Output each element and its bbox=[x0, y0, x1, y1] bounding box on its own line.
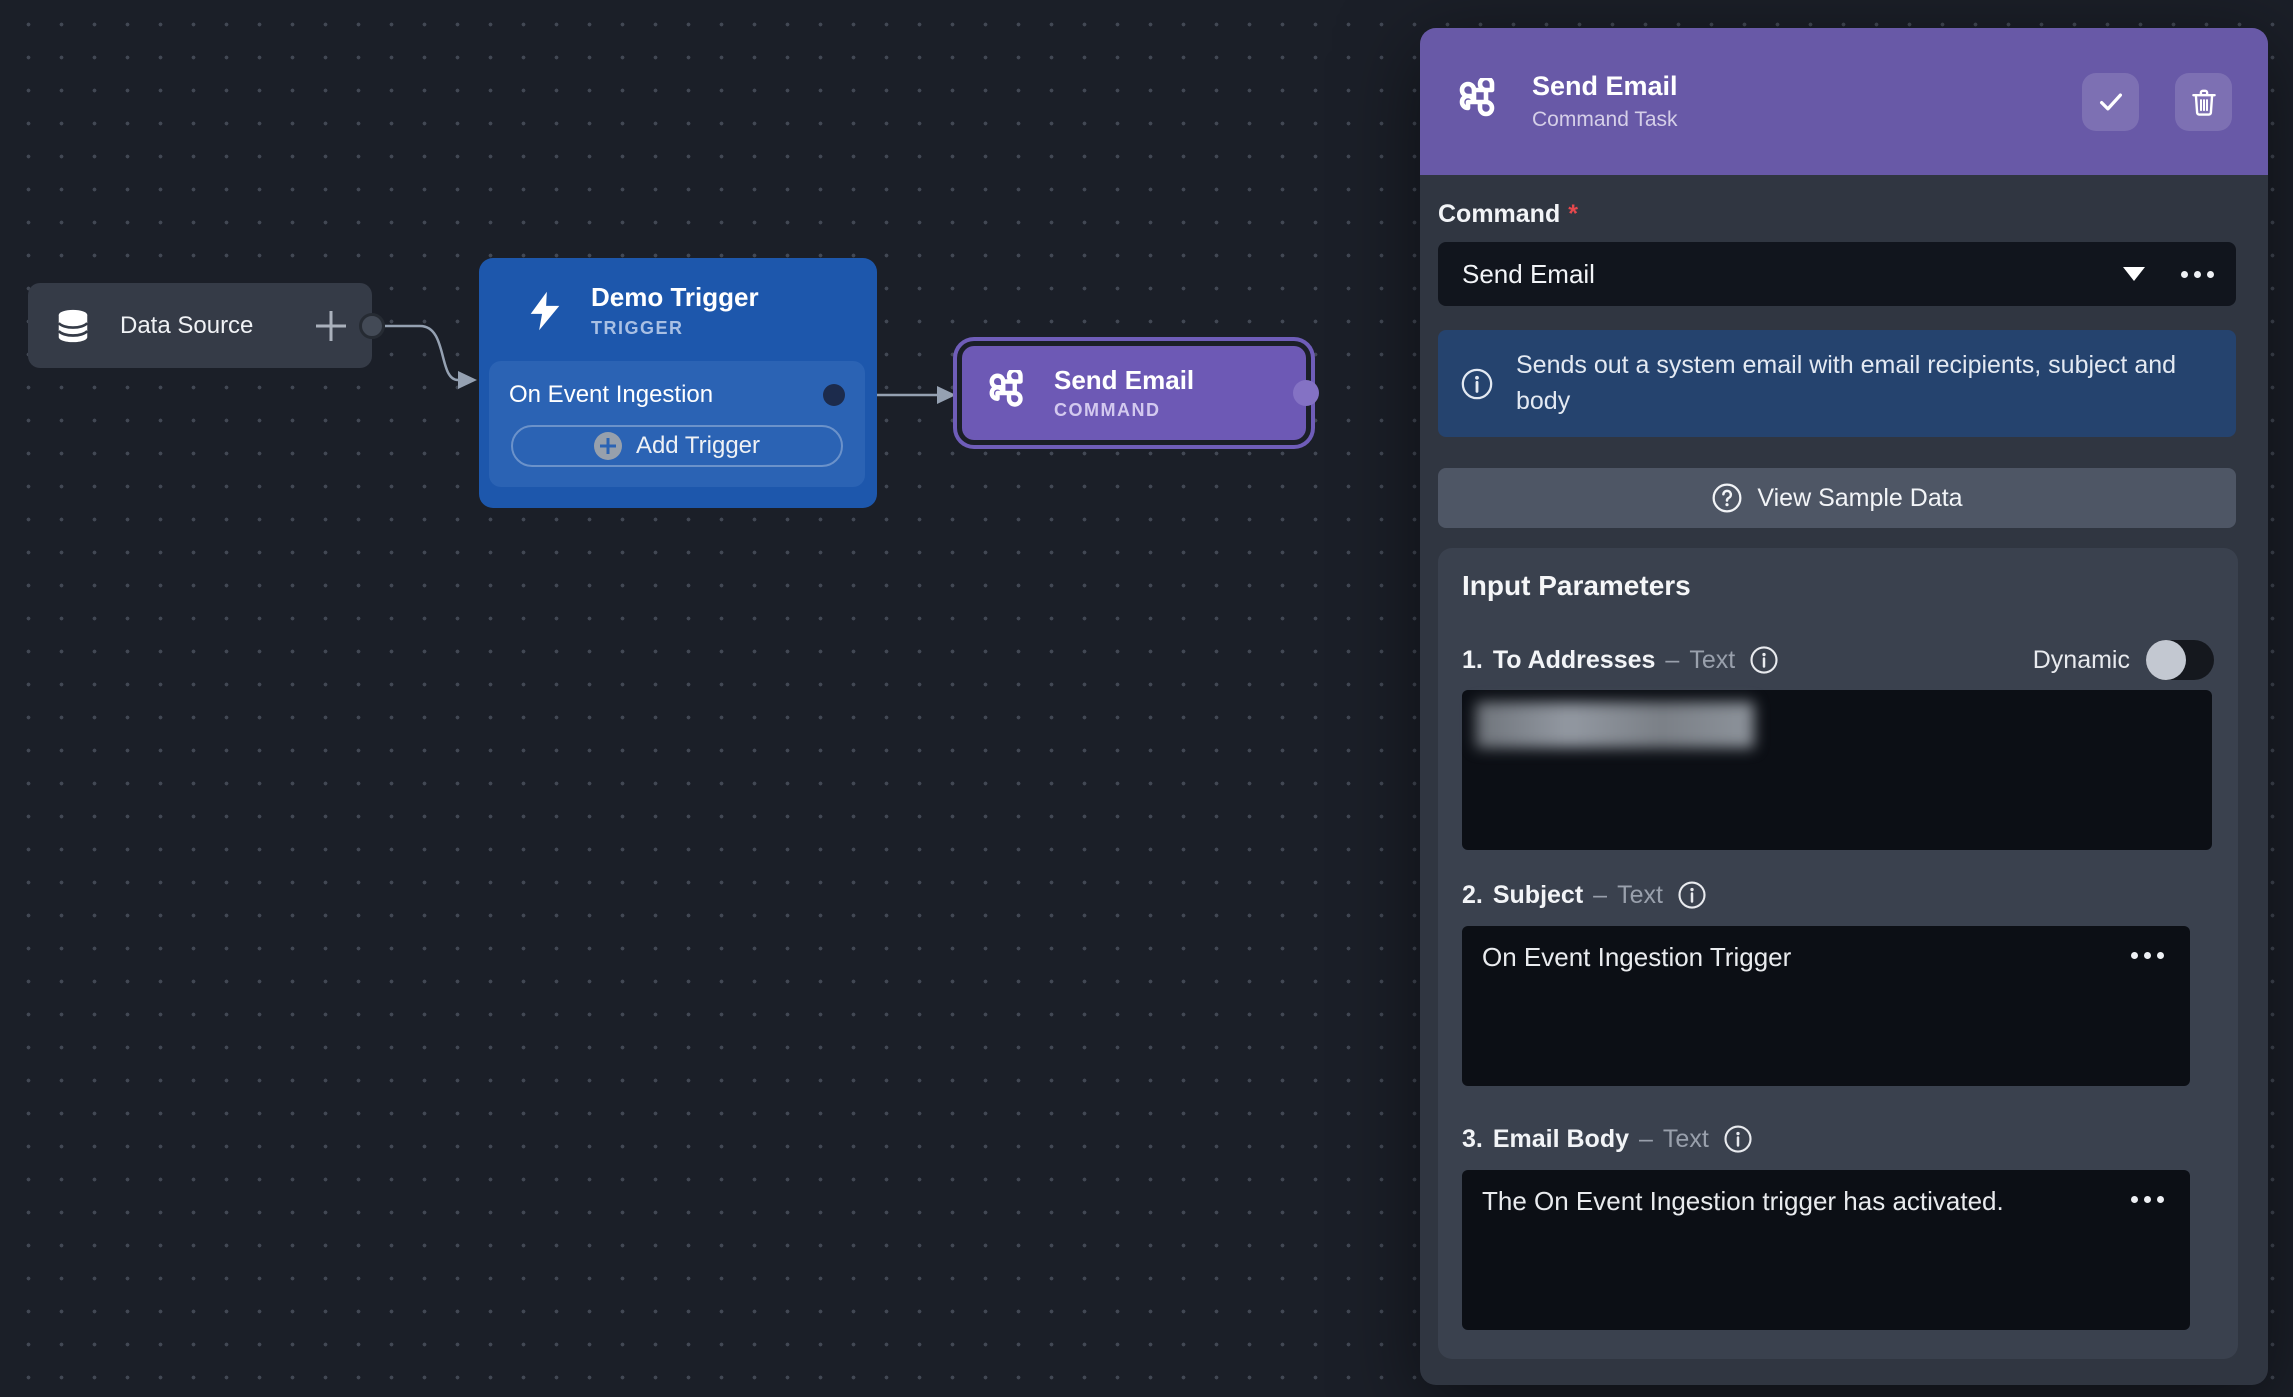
plus-icon bbox=[593, 432, 622, 460]
to-addresses-input[interactable] bbox=[1462, 690, 2212, 850]
data-source-node[interactable]: Data Source bbox=[28, 283, 385, 368]
trigger-node-header: Demo Trigger TRIGGER bbox=[479, 258, 877, 339]
command-key-icon bbox=[1459, 77, 1495, 116]
send-email-node-type-badge: COMMAND bbox=[1054, 400, 1161, 420]
send-email-node[interactable]: Send Email COMMAND bbox=[962, 346, 1319, 440]
task-config-panel: Send Email Command Task C bbox=[1420, 28, 2268, 1385]
trigger-output-port[interactable] bbox=[823, 384, 845, 406]
param-email-body-label: 3. Email Body – Text bbox=[1462, 1124, 2214, 1154]
more-options-icon[interactable] bbox=[2131, 1196, 2164, 1203]
dynamic-toggle[interactable] bbox=[2146, 640, 2214, 680]
command-field-label: Command* bbox=[1438, 200, 1578, 228]
input-parameters-section: Input Parameters 1. To Addresses – Text … bbox=[1438, 548, 2238, 1359]
dropdown-caret-icon[interactable] bbox=[2123, 267, 2145, 281]
add-trigger-button[interactable]: Add Trigger bbox=[511, 425, 843, 467]
panel-subtitle: Command Task bbox=[1532, 108, 1678, 131]
confirm-button[interactable] bbox=[2082, 72, 2139, 131]
check-icon bbox=[2099, 93, 2122, 110]
info-circle-icon bbox=[1461, 368, 1493, 399]
redacted-email-value bbox=[1476, 702, 1754, 748]
trigger-node-title: Demo Trigger bbox=[591, 282, 759, 312]
panel-header: Send Email Command Task bbox=[1420, 28, 2268, 175]
send-email-node-title: Send Email bbox=[1054, 365, 1195, 395]
more-options-icon[interactable] bbox=[2131, 952, 2164, 959]
dynamic-toggle-label: Dynamic bbox=[2032, 645, 2130, 674]
trigger-node-type-badge: TRIGGER bbox=[591, 318, 684, 338]
panel-title: Send Email bbox=[1532, 71, 1678, 101]
trash-icon bbox=[2191, 89, 2216, 116]
view-sample-data-button[interactable]: View Sample Data bbox=[1438, 468, 2236, 528]
info-circle-icon[interactable] bbox=[1723, 1124, 1753, 1154]
subject-input[interactable]: On Event Ingestion Trigger bbox=[1462, 926, 2190, 1086]
panel-body: Command* Send Email Sends out a system e… bbox=[1420, 175, 2268, 1359]
trigger-event-label: On Event Ingestion bbox=[509, 381, 714, 408]
question-circle-icon bbox=[1712, 483, 1742, 513]
input-parameters-heading: Input Parameters bbox=[1462, 570, 1691, 601]
trigger-node[interactable]: Demo Trigger TRIGGER On Event Ingestion … bbox=[479, 258, 877, 508]
command-key-icon bbox=[989, 370, 1023, 407]
add-data-source-button[interactable] bbox=[316, 311, 346, 341]
database-icon bbox=[57, 309, 89, 342]
required-asterisk: * bbox=[1568, 200, 1578, 228]
trigger-event-card[interactable]: On Event Ingestion Add Trigger bbox=[489, 361, 865, 487]
lightning-bolt-icon bbox=[530, 291, 560, 330]
info-circle-icon[interactable] bbox=[1677, 880, 1707, 910]
data-source-output-port[interactable] bbox=[359, 312, 385, 339]
data-source-label: Data Source bbox=[120, 311, 254, 339]
command-select[interactable]: Send Email bbox=[1438, 242, 2236, 306]
toggle-knob bbox=[2146, 640, 2186, 680]
command-description-banner: Sends out a system email with email reci… bbox=[1438, 330, 2236, 437]
email-body-input[interactable]: The On Event Ingestion trigger has activ… bbox=[1462, 1170, 2190, 1330]
delete-button[interactable] bbox=[2175, 72, 2232, 131]
command-select-value: Send Email bbox=[1462, 258, 1595, 289]
param-subject-label: 2. Subject – Text bbox=[1462, 880, 2214, 910]
send-email-output-port[interactable] bbox=[1293, 380, 1319, 406]
more-options-icon[interactable] bbox=[2181, 270, 2214, 278]
param-to-addresses-label: 1. To Addresses – Text Dynamic bbox=[1462, 640, 2214, 680]
command-description-text: Sends out a system email with email reci… bbox=[1516, 351, 2177, 415]
info-circle-icon[interactable] bbox=[1749, 645, 1779, 675]
